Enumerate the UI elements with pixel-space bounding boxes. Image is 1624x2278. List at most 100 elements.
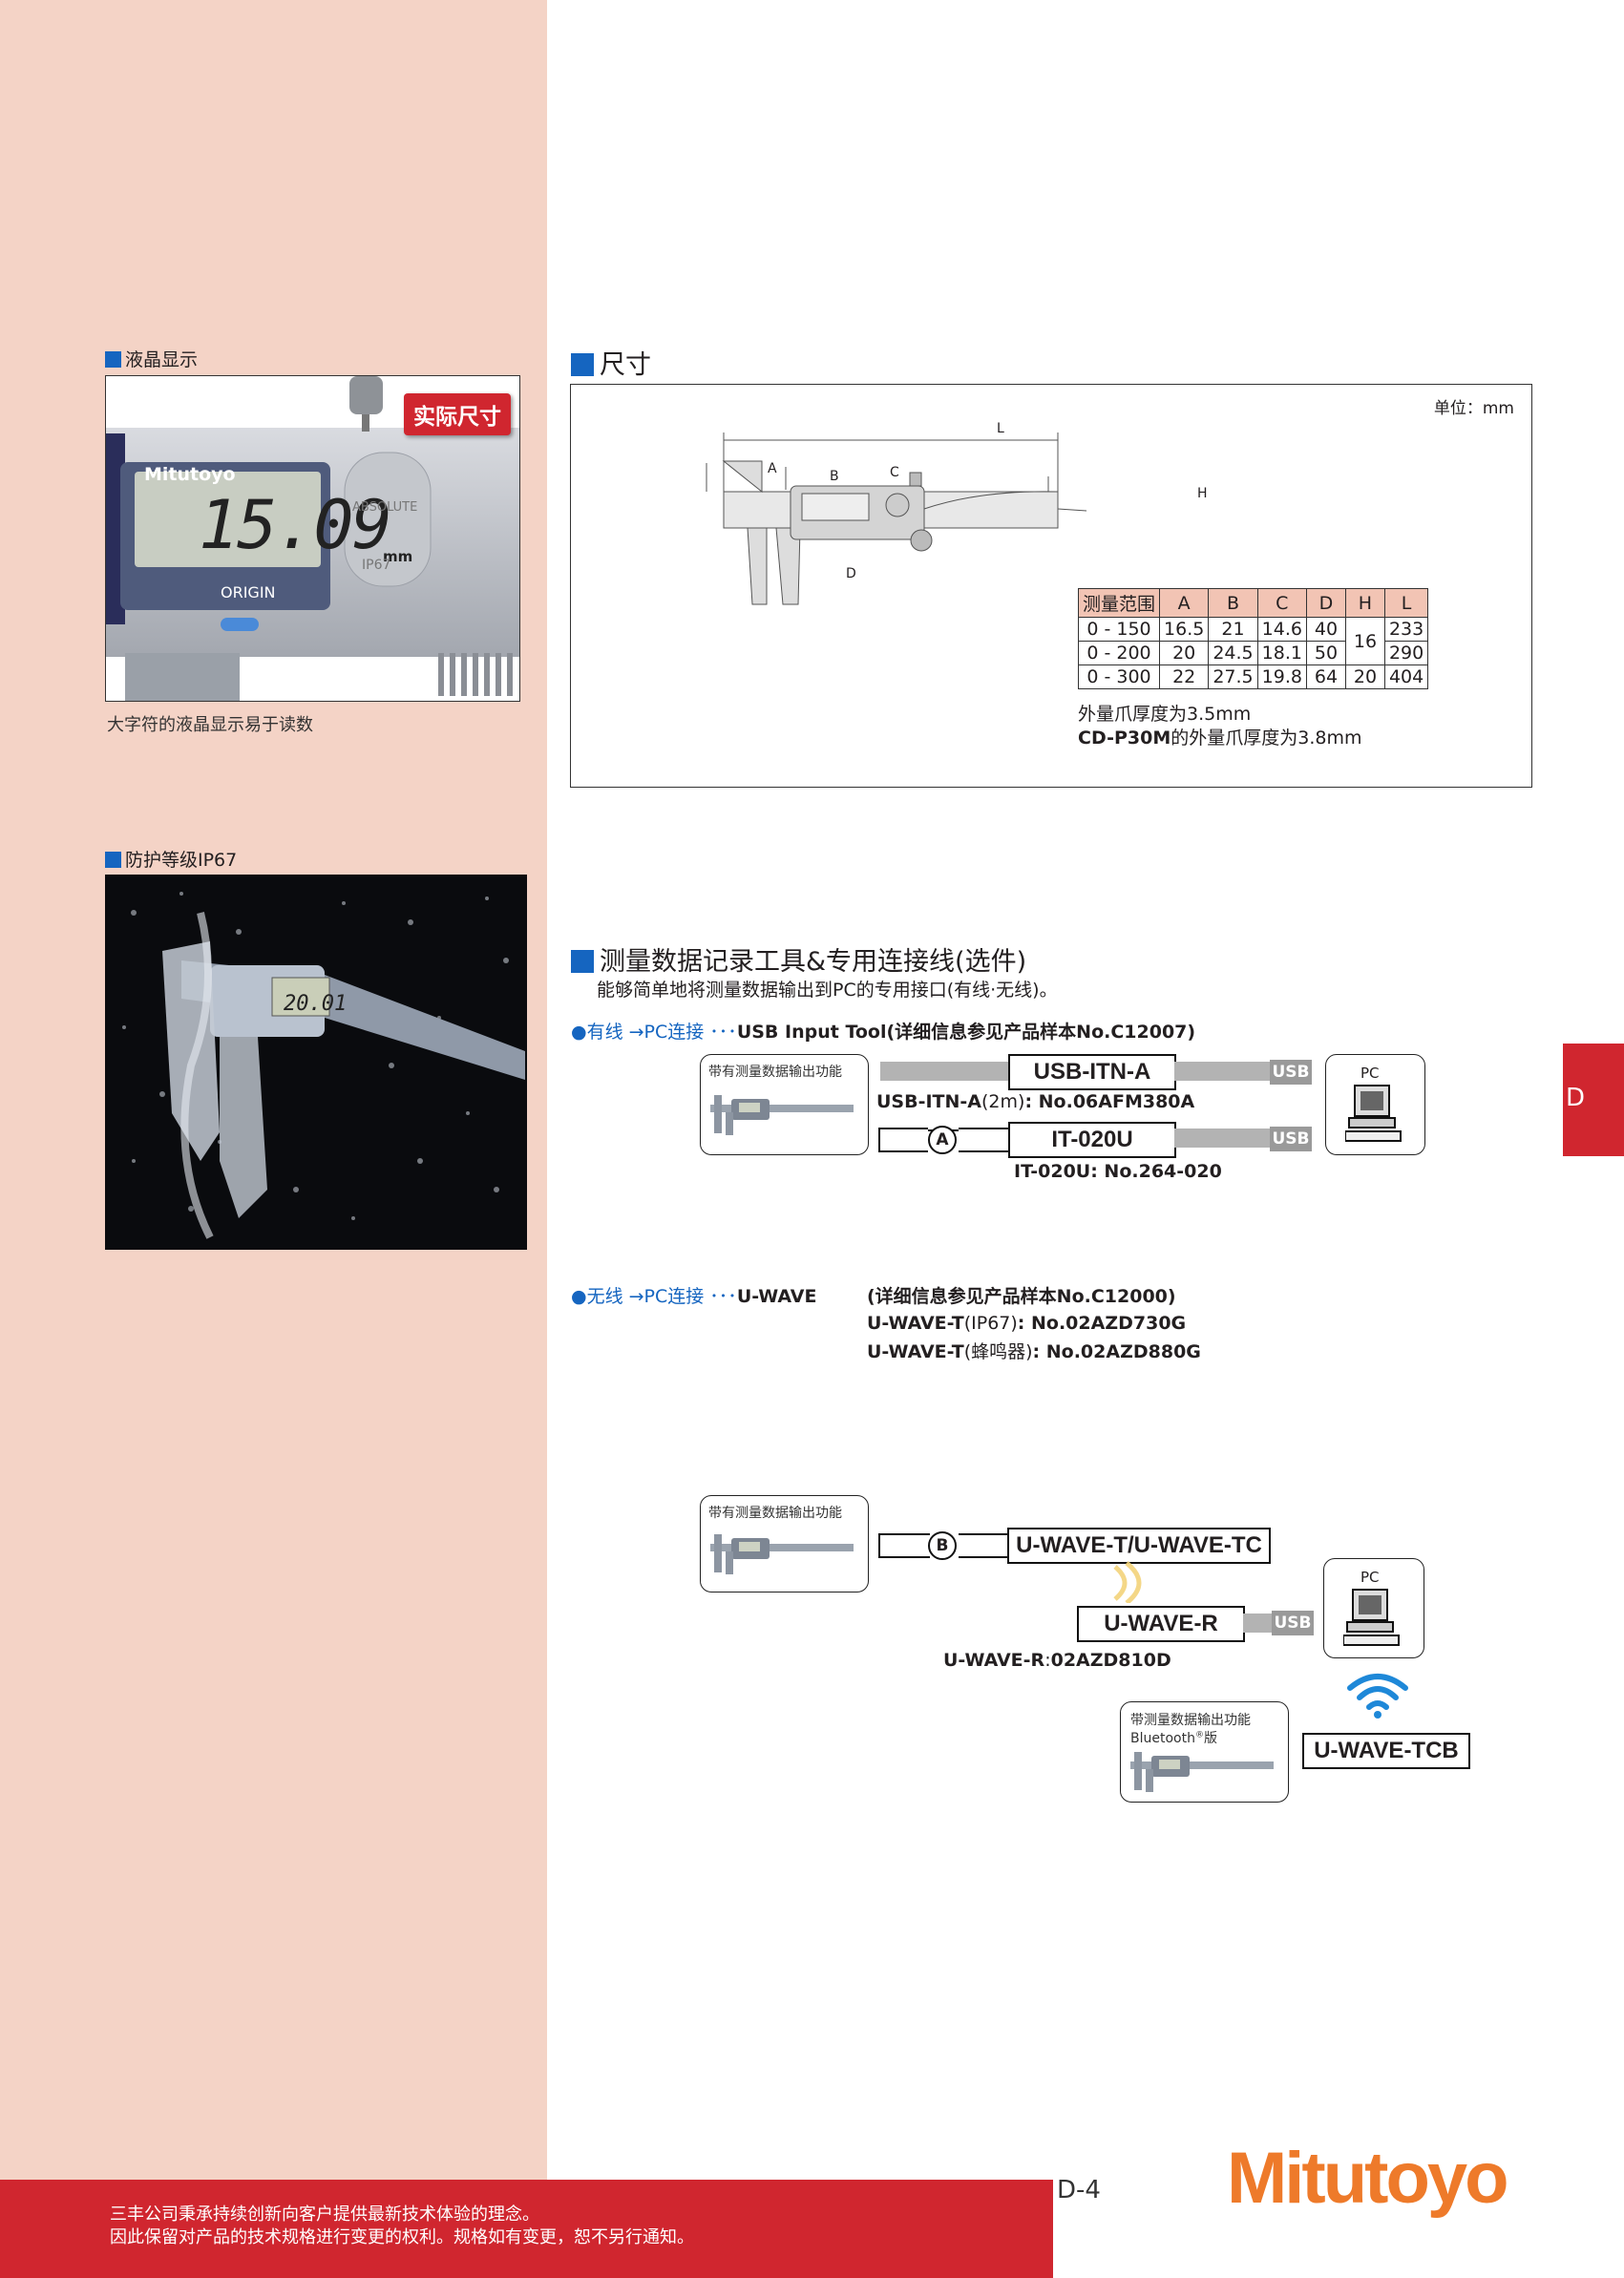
dims-table-header-row: 测量范围 A B C D H L — [1077, 588, 1429, 618]
actual-size-badge: 实际尺寸 — [404, 393, 511, 435]
uwave-tcb-box: U-WAVE-TCB — [1302, 1733, 1470, 1769]
wireless-pc-box: PC — [1323, 1558, 1424, 1658]
origin-label: ORIGIN — [221, 583, 276, 601]
dims-table: 测量范围 A B C D H L 0 - 150 16.5 21 14.6 40… — [1077, 588, 1429, 689]
it-020u-info: IT-020U: No.264-020 — [1014, 1161, 1222, 1182]
absolute-label: ABSOLUTE — [352, 500, 418, 515]
dims-heading: 尺寸 — [571, 344, 651, 381]
lcd-reading: 15.09 — [199, 486, 392, 564]
cable-connector — [959, 1128, 1010, 1152]
table-cell: 64 — [1305, 664, 1346, 689]
wireless-device-box: 带有测量数据输出功能 — [700, 1495, 869, 1592]
table-cell: 16.5 — [1159, 617, 1210, 642]
table-cell: 16 — [1344, 617, 1385, 665]
cable-bar — [1243, 1614, 1272, 1633]
lcd-heading: 液晶显示 — [105, 346, 198, 371]
ip-label: IP67 — [362, 558, 391, 573]
dims-unit: 单位：mm — [1433, 399, 1514, 418]
table-cell: 19.8 — [1256, 664, 1307, 689]
cable-bar — [1174, 1128, 1270, 1148]
table-cell: 0 - 200 — [1077, 641, 1161, 665]
bt-device-label: 带测量数据输出功能 — [1130, 1713, 1251, 1728]
ip67-lcd-reading: 20.01 — [284, 992, 348, 1016]
table-row: 0 - 200 20 24.5 18.1 50 290 — [1077, 641, 1429, 665]
wireless-device-label: 带有测量数据输出功能 — [708, 1506, 842, 1521]
table-cell: 21 — [1208, 617, 1258, 642]
table-row: 0 - 300 22 27.5 19.8 64 20 404 — [1077, 664, 1429, 689]
computer-icon — [1343, 1589, 1400, 1646]
wifi-icon — [1347, 1674, 1408, 1719]
caliper-icon — [1130, 1752, 1274, 1792]
ip67-heading: 防护等级IP67 — [105, 846, 237, 872]
table-cell: 20 — [1344, 664, 1385, 689]
lcd-caption: 大字符的液晶显示易于读数 — [107, 715, 313, 735]
dims-frame: 单位：mm L A B C D H 测量范围 A — [570, 384, 1532, 788]
wireless-detail: (详细信息参见产品样本No.C12000) — [867, 1286, 1176, 1307]
ip67-photo: 20.01 — [105, 875, 527, 1250]
dim-label-H: H — [1197, 486, 1208, 501]
table-cell: 404 — [1383, 664, 1429, 689]
pc-label: PC — [1360, 1569, 1380, 1586]
footer-line-1: 三丰公司秉承持续创新向客户提供最新技术体验的理念。 — [110, 2204, 539, 2225]
caliper-icon — [710, 1534, 854, 1574]
wired-pc-box: PC — [1325, 1054, 1425, 1155]
table-row: 0 - 150 16.5 21 14.6 40 16 233 — [1077, 617, 1429, 665]
caliper-lcd-illustration — [106, 376, 519, 701]
wired-title: ●有线 →PC连接 ･･･USB Input Tool(详细信息参见产品样本No… — [571, 1022, 1196, 1043]
cable-connector — [878, 1533, 930, 1558]
dims-note-2: CD-P30M的外量爪厚度为3.8mm — [1078, 728, 1362, 749]
cable-connector — [959, 1533, 1010, 1558]
section-tab-d[interactable]: D — [1563, 1044, 1624, 1156]
col-header: B — [1208, 588, 1258, 618]
tools-heading: 测量数据记录工具&专用连接线(选件) — [571, 940, 1026, 978]
caliper-icon — [710, 1095, 854, 1135]
mitutoyo-logo: Mitutoyo — [1227, 2138, 1509, 2219]
uwave-t-box: U-WAVE-T/U-WAVE-TC — [1007, 1528, 1271, 1564]
dim-label-C: C — [890, 465, 899, 480]
lcd-brand: Mitutoyo — [144, 464, 236, 485]
table-cell: 18.1 — [1256, 641, 1307, 665]
usb-port-label: USB — [1270, 1127, 1312, 1151]
wired-device-box: 带有测量数据输出功能 — [700, 1054, 869, 1155]
cable-connector — [878, 1128, 928, 1152]
uwave-t-buzzer: U-WAVE-T(蜂鸣器): No.02AZD880G — [867, 1341, 1201, 1362]
dim-label-D: D — [846, 566, 856, 581]
pc-label: PC — [1360, 1065, 1380, 1082]
col-header: A — [1159, 588, 1210, 618]
table-cell: 24.5 — [1208, 641, 1258, 665]
table-cell: 20 — [1159, 641, 1210, 665]
table-cell: 233 — [1383, 617, 1429, 642]
blue-square-icon — [105, 351, 121, 368]
blue-square-icon — [571, 950, 594, 973]
radio-wave-icon — [1113, 1561, 1142, 1603]
col-header: D — [1305, 588, 1346, 618]
caliper-dimension-drawing — [706, 432, 1087, 605]
col-header: H — [1344, 588, 1385, 618]
table-cell: 290 — [1383, 641, 1429, 665]
uwave-t-ip67: U-WAVE-T(IP67): No.02AZD730G — [867, 1313, 1187, 1334]
uwave-r-info: U-WAVE-R:02AZD810D — [943, 1650, 1171, 1671]
water-splash-caliper-illustration — [105, 875, 527, 1250]
cable-bar — [880, 1062, 1009, 1081]
col-header: 测量范围 — [1077, 588, 1161, 618]
table-cell: 40 — [1305, 617, 1346, 642]
dim-label-L: L — [997, 421, 1004, 436]
footer-line-2: 因此保留对产品的技术规格进行变更的权利。规格如有变更，恕不另行通知。 — [110, 2227, 694, 2247]
usb-itn-a-box: USB-ITN-A — [1008, 1054, 1176, 1090]
dim-label-B: B — [830, 469, 839, 484]
col-header: C — [1256, 588, 1307, 618]
page-number: D-4 — [1057, 2176, 1101, 2204]
col-header: L — [1383, 588, 1429, 618]
bluetooth-device-box: 带测量数据输出功能 Bluetooth®版 — [1120, 1701, 1289, 1803]
uwave-r-box: U-WAVE-R — [1077, 1606, 1245, 1642]
bt-version-label: Bluetooth®版 — [1130, 1730, 1217, 1746]
dim-label-A: A — [768, 461, 777, 476]
blue-square-icon — [105, 852, 121, 868]
table-cell: 27.5 — [1208, 664, 1258, 689]
usb-itn-a-info: USB-ITN-A(2m): No.06AFM380A — [876, 1091, 1195, 1112]
table-cell: 14.6 — [1256, 617, 1307, 642]
footer-bar: 三丰公司秉承持续创新向客户提供最新技术体验的理念。 因此保留对产品的技术规格进行… — [0, 2180, 1053, 2278]
table-cell: 50 — [1305, 641, 1346, 665]
connector-a-icon: A — [928, 1126, 957, 1154]
table-cell: 0 - 300 — [1077, 664, 1161, 689]
